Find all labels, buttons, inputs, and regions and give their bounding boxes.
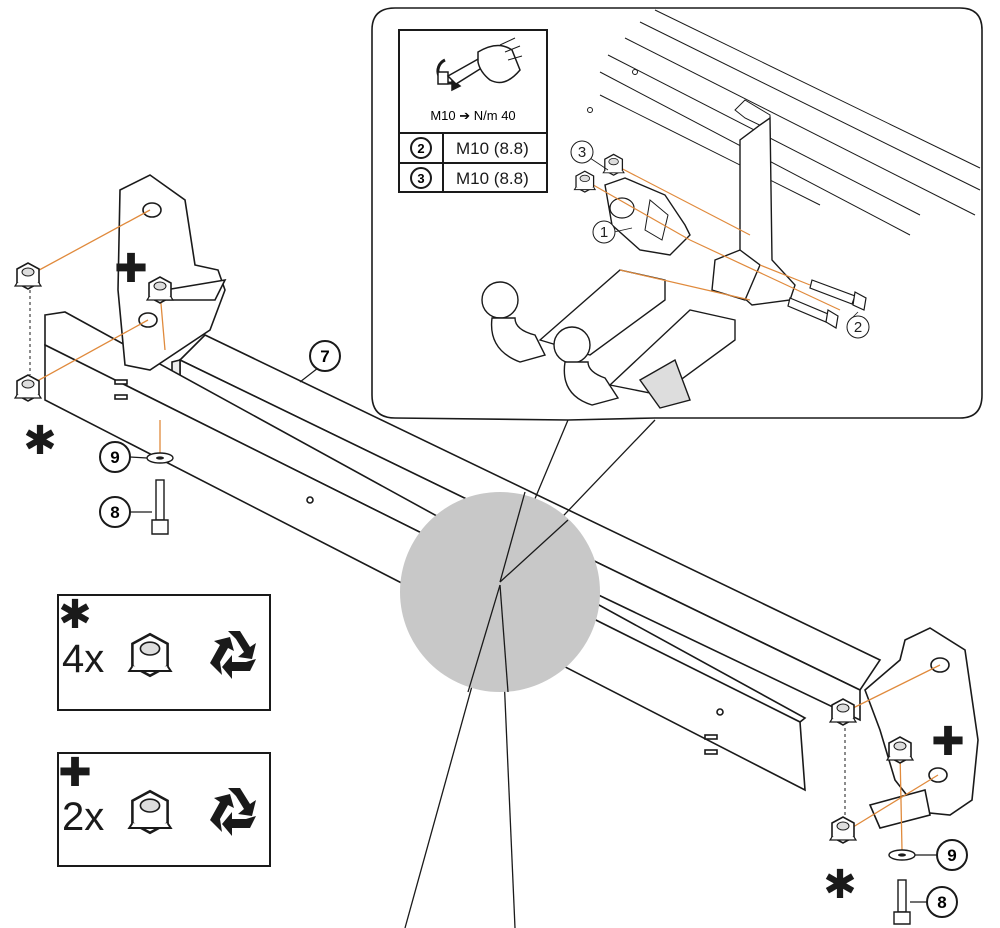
torque-spec-table: M10 ➔ N/m 40 2 M10 (8.8) 3 M10 (8.8) [398,29,548,193]
legend-star-qty: 4x [62,637,104,681]
svg-text:8: 8 [937,893,946,912]
legend-plus-nuts: ✚ 2x [57,751,271,867]
inset-callout-1: 1 [592,220,633,244]
flange-nut-top-left [14,262,42,290]
svg-text:3: 3 [578,144,586,161]
callout-9-right: 9 [915,839,968,871]
bolt-table-spec: M10 (8.8) [456,139,529,158]
bolt-left [151,479,169,535]
bolt-table-ref: 2 [417,141,424,156]
legend-plus-symbol: ✚ [58,751,92,795]
svg-text:8: 8 [110,503,119,522]
flange-nut-bottom-left [14,374,42,402]
legend-star-nuts: ✱ 4x [57,593,271,711]
torque-spec-label: M10 ➔ N/m 40 [430,108,515,123]
inset-callout-3: 3 [570,140,609,171]
star-symbol-right: ✱ [823,863,857,907]
hidden-guides [29,290,846,818]
washer-left [146,452,174,464]
bolt-right [893,879,911,925]
callout-8-right: 8 [910,886,958,918]
detail-inset: 3 1 2 M10 ➔ N/m [371,7,983,421]
callout-8-left: 8 [99,496,152,528]
bolt-table-spec: M10 (8.8) [456,169,529,188]
svg-text:2: 2 [854,319,862,336]
plus-symbol-left: ✚ [114,247,148,291]
washer-right [888,849,916,861]
legend-plus-qty: 2x [62,795,104,839]
flange-nut-bottom-right [829,816,857,844]
legend-star-symbol: ✱ [58,593,92,637]
svg-text:9: 9 [947,846,956,865]
svg-text:9: 9 [110,448,119,467]
callout-7: 7 [299,340,341,383]
svg-text:7: 7 [320,347,329,366]
svg-text:1: 1 [600,224,608,241]
star-symbol-left: ✱ [23,419,57,463]
bolt-table-ref: 3 [417,171,424,186]
torque-wrench-icon [436,37,523,92]
plus-symbol-right: ✚ [931,720,965,764]
inset-callout-2: 2 [846,311,870,339]
callout-9-left: 9 [99,441,148,473]
assembly-lines [29,209,941,851]
